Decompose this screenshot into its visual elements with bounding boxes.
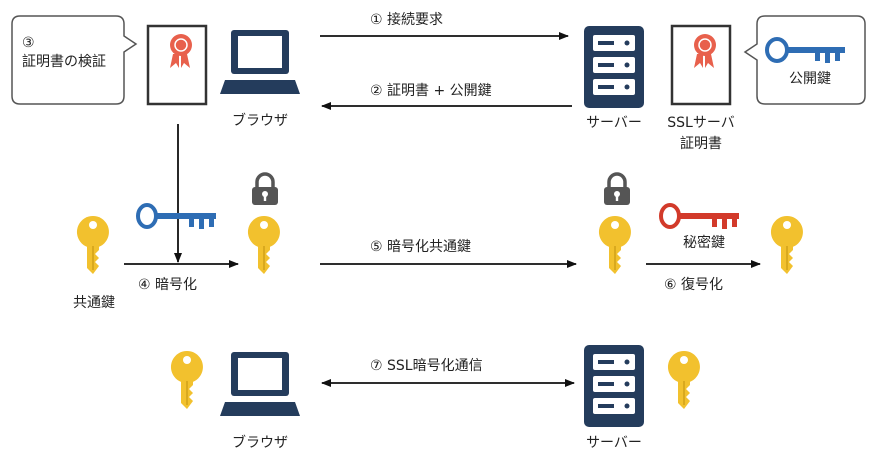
decrypted-common-key-icon: [770, 216, 803, 274]
step-7-label: ⑦ SSL暗号化通信: [370, 358, 483, 374]
verify-step-number: ③: [22, 35, 35, 51]
server-icon: [584, 26, 644, 108]
common-key-icon: [76, 216, 109, 274]
browser-common-key-icon: [170, 351, 203, 409]
verify-speech-bubble: [11, 15, 138, 105]
public-key-encrypt-icon: [136, 203, 216, 229]
step-4-label: ④ 暗号化: [138, 277, 198, 293]
laptop-icon: [220, 30, 300, 94]
server-label-bottom: サーバー: [586, 435, 642, 451]
server-icon-bottom: [584, 345, 644, 427]
laptop-icon-bottom: [220, 352, 300, 416]
server-common-key-icon: [667, 351, 700, 409]
verify-step-label: 証明書の検証: [22, 54, 106, 70]
ssl-cert-label-line1: SSLサーバ: [667, 115, 735, 131]
private-key-label: 秘密鍵: [683, 235, 725, 251]
private-key-icon: [659, 203, 739, 229]
browser-label: ブラウザ: [232, 113, 288, 129]
public-key-icon: [765, 37, 845, 63]
server-encrypted-key-icon: [598, 216, 631, 274]
lock-icon: [252, 172, 278, 205]
browser-label-bottom: ブラウザ: [232, 435, 288, 451]
step-2-label: ② 証明書 + 公開鍵: [370, 83, 492, 99]
ssl-cert-label-line2: 証明書: [680, 136, 722, 152]
public-key-label: 公開鍵: [789, 71, 831, 87]
step-6-label: ⑥ 復号化: [664, 277, 724, 293]
step-1-label: ① 接続要求: [370, 12, 444, 28]
ssl-certificate-icon: [670, 24, 732, 106]
common-key-label: 共通鍵: [73, 295, 115, 311]
certificate-icon: [146, 24, 208, 106]
encrypted-key-icon: [247, 216, 280, 274]
step-5-label: ⑤ 暗号化共通鍵: [370, 239, 472, 255]
public-key-speech-bubble: [743, 15, 866, 105]
server-lock-icon: [604, 172, 630, 205]
server-label: サーバー: [586, 115, 642, 131]
